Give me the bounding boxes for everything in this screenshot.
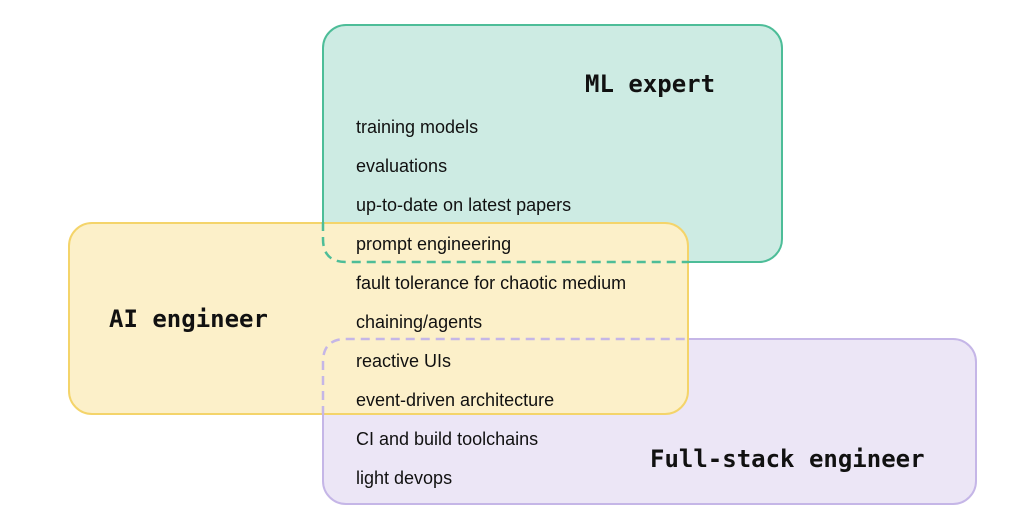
skill-evaluations: evaluations: [356, 156, 448, 176]
skill-chaining-agents: chaining/agents: [356, 312, 483, 332]
fullstack-engineer-title: Full-stack engineer: [650, 445, 925, 473]
skill-training-models: training models: [356, 117, 479, 137]
ml-expert-title: ML expert: [585, 70, 716, 98]
skill-prompt-engineering: prompt engineering: [356, 234, 512, 254]
skill-reactive-uis: reactive UIs: [356, 351, 452, 371]
ai-engineer-title: AI engineer: [109, 305, 268, 333]
skill-latest-papers: up-to-date on latest papers: [356, 195, 572, 215]
skill-fault-tolerance: fault tolerance for chaotic medium: [356, 273, 627, 293]
skill-event-driven-architecture: event-driven architecture: [356, 390, 555, 410]
skill-ci-build-toolchains: CI and build toolchains: [356, 429, 539, 449]
skill-light-devops: light devops: [356, 468, 453, 488]
